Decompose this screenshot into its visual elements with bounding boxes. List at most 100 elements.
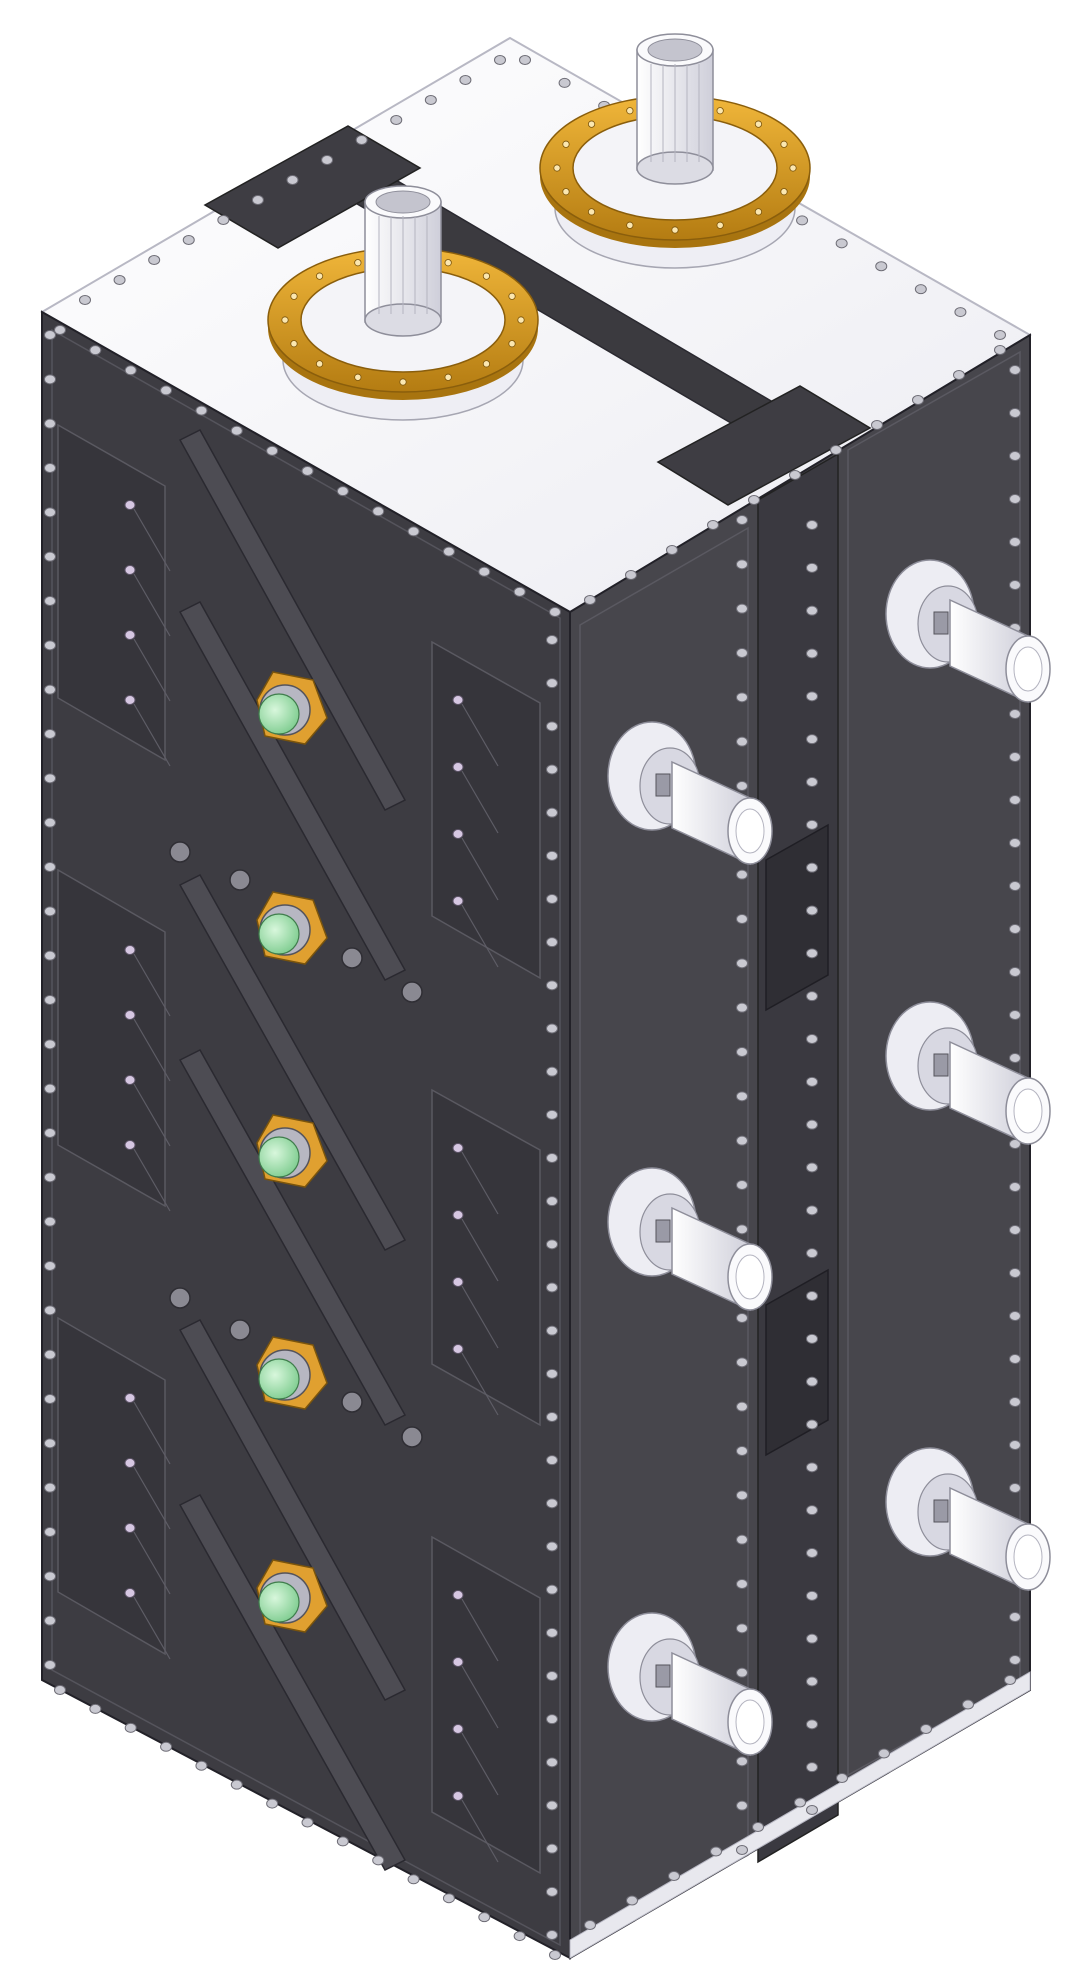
bolt-icon: [806, 1762, 818, 1773]
bolt-icon: [736, 1313, 748, 1323]
bolt-icon: [401, 1426, 423, 1448]
bolt-icon: [736, 515, 748, 525]
bolt-icon: [1009, 365, 1021, 375]
sensor-plate-right-3: [431, 1535, 541, 1875]
bolt-icon: [1009, 838, 1021, 848]
bolt-icon: [124, 1075, 171, 1147]
bolt-icon: [871, 420, 883, 430]
bolt-icon: [1009, 1440, 1021, 1450]
bolt-icon: [44, 1482, 56, 1493]
bolt-icon: [230, 425, 243, 436]
bolt-icon: [806, 1162, 818, 1173]
bolt-icon: [806, 1676, 818, 1687]
bolt-icon: [251, 195, 264, 205]
bolt-icon: [546, 1800, 558, 1811]
bolt-icon: [806, 1205, 818, 1216]
bolt-icon: [806, 819, 818, 830]
bolt-icon: [546, 807, 558, 818]
bolt-icon: [478, 1912, 491, 1923]
bolt-icon: [44, 507, 56, 518]
bolt-icon: [806, 1719, 818, 1730]
bolt-icon: [372, 506, 385, 517]
bolt-icon: [546, 1541, 558, 1552]
front-left-face: [41, 310, 571, 1960]
bolt-icon: [546, 1153, 558, 1163]
bolt-icon: [546, 937, 558, 948]
bolt-icon: [806, 1505, 818, 1516]
bolt-icon: [44, 1571, 56, 1582]
bolt-icon: [1009, 967, 1021, 977]
bolt-icon: [546, 1066, 558, 1077]
bolt-icon: [806, 1076, 818, 1087]
bolt-icon: [54, 1685, 66, 1695]
bolt-icon: [736, 1490, 748, 1501]
bolt-icon: [44, 906, 56, 917]
port-icon: [885, 1447, 1051, 1592]
bolt-icon: [546, 635, 558, 645]
bolt-icon: [546, 894, 558, 904]
bolt-icon: [401, 981, 423, 1003]
bolt-icon: [625, 570, 637, 580]
bolt-icon: [736, 1401, 748, 1412]
bolt-icon: [54, 325, 66, 335]
bolt-icon: [736, 1623, 748, 1634]
bolt-icon: [835, 238, 848, 249]
bolt-icon: [89, 345, 102, 356]
bolt-icon: [748, 495, 760, 505]
bolt-icon: [44, 640, 56, 651]
sensor-plate-right-2: [431, 1088, 541, 1427]
bolt-icon: [546, 1671, 558, 1681]
bolt-icon: [44, 1349, 56, 1360]
bolt-icon: [355, 135, 368, 145]
front-connector-group: [169, 671, 423, 1633]
bolt-icon: [546, 1282, 558, 1293]
bolt-icon: [301, 1817, 314, 1828]
bolt-icon: [124, 365, 137, 376]
bolt-icon: [1009, 1053, 1021, 1063]
port-icon: [607, 721, 773, 866]
bolt-icon: [878, 1748, 890, 1759]
bolt-icon: [736, 559, 748, 570]
bolt-icon: [666, 545, 678, 555]
bolt-icon: [736, 1756, 748, 1767]
bolt-icon: [546, 1412, 558, 1422]
bolt-icon: [736, 1534, 748, 1545]
bolt-icon: [794, 1797, 806, 1808]
flange-icon: [267, 185, 539, 421]
bolt-icon: [230, 1779, 243, 1790]
bolt-icon: [546, 1584, 558, 1595]
bolt-icon: [44, 374, 56, 385]
bolt-icon: [806, 862, 818, 873]
bolt-icon: [452, 1143, 499, 1215]
bolt-icon: [44, 1305, 56, 1316]
bolt-icon: [736, 1800, 748, 1811]
bolt-icon: [736, 1667, 748, 1678]
connector-icon: [256, 1559, 328, 1633]
bolt-icon: [452, 896, 499, 968]
bolt-icon: [407, 1874, 420, 1885]
connector-icon: [256, 1336, 328, 1410]
bolt-icon: [546, 1239, 558, 1250]
bolt-icon: [148, 255, 161, 265]
bolt-icon: [546, 850, 558, 861]
bolt-icon: [953, 370, 965, 380]
bolt-icon: [160, 1741, 173, 1752]
bolt-icon: [217, 215, 230, 225]
bolt-icon: [736, 1135, 748, 1146]
bolt-icon: [44, 950, 56, 961]
bolt-icon: [407, 526, 420, 537]
bolt-icon: [806, 1590, 818, 1601]
bolt-icon: [806, 1376, 818, 1387]
bolt-icon: [442, 1893, 455, 1904]
bolt-icon: [1009, 1483, 1021, 1493]
bolt-icon: [266, 1798, 279, 1809]
bolt-icon: [336, 486, 349, 497]
diagonal-rails: [178, 429, 407, 1871]
bolt-icon: [44, 418, 56, 429]
bolt-icon: [994, 330, 1006, 340]
bolt-icon: [341, 947, 363, 969]
bolt-icon: [806, 1548, 818, 1558]
port-icon: [607, 1612, 773, 1757]
